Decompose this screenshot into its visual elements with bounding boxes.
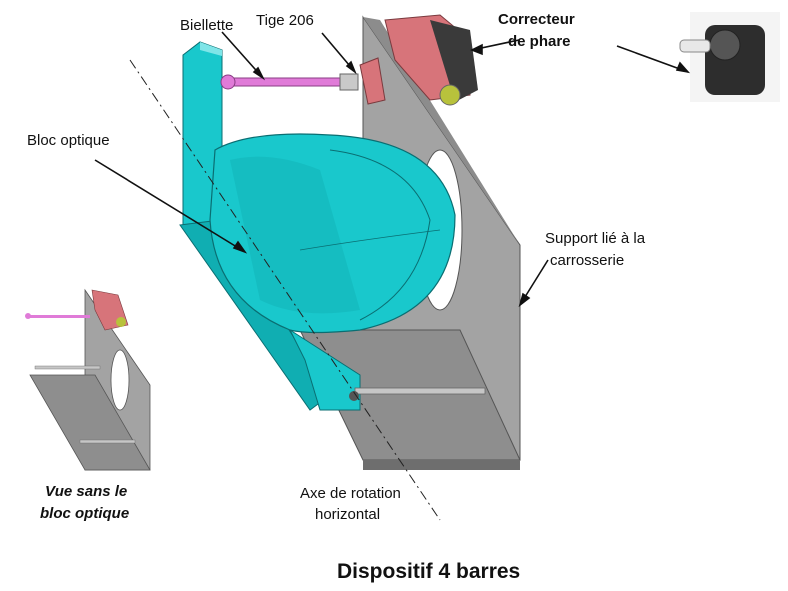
rotation-axis-line xyxy=(129,59,441,521)
axle-rod xyxy=(349,387,486,401)
leader-lines xyxy=(94,31,691,308)
motor-adjuster xyxy=(359,14,478,106)
label-vue-2: bloc optique xyxy=(40,505,129,522)
label-correcteur-1: Correcteur xyxy=(498,11,575,28)
label-biellette: Biellette xyxy=(180,17,233,34)
label-axe-2: horizontal xyxy=(315,506,380,523)
bloc-optique xyxy=(179,133,456,411)
label-correcteur-2: de phare xyxy=(508,33,571,50)
diagram-title: Dispositif 4 barres xyxy=(337,560,520,583)
label-support-1: Support lié à la xyxy=(545,230,646,247)
label-bloc-optique: Bloc optique xyxy=(27,132,110,149)
label-support-2: carrosserie xyxy=(550,252,624,269)
label-vue-1: Vue sans le xyxy=(45,483,127,500)
label-tige: Tige 206 xyxy=(256,12,314,29)
biellette-rod xyxy=(220,73,359,91)
label-axe-1: Axe de rotation xyxy=(300,485,401,502)
inset-view xyxy=(25,288,151,471)
corrector-photo xyxy=(679,12,780,102)
